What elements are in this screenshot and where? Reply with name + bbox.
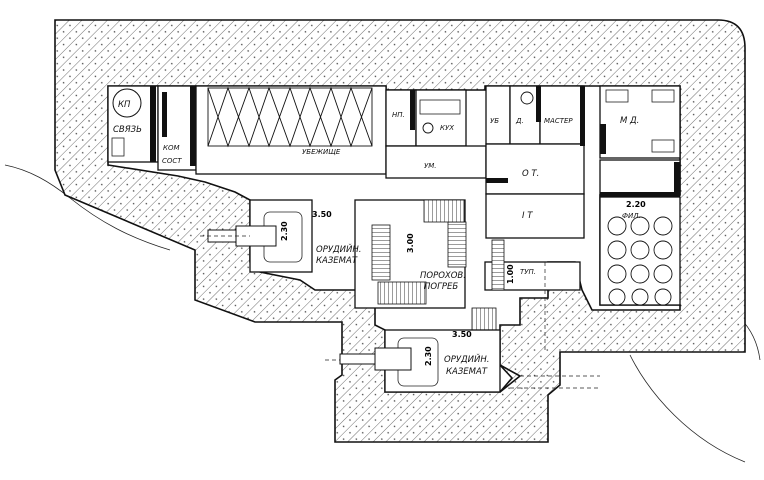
stair-powder-top <box>423 199 465 223</box>
md-bed-2 <box>651 89 675 103</box>
label-porokh-l2: ПОГРЕБ <box>424 282 458 292</box>
room-master <box>539 85 585 145</box>
dim-300: 3.00 <box>406 233 415 253</box>
label-svyaz: СВЯЗЬ <box>113 125 142 135</box>
room-md <box>599 85 681 159</box>
label-d: Д. <box>515 117 524 125</box>
label-kukh: КУХ <box>440 124 454 132</box>
label-tup: ТУП. <box>520 268 536 276</box>
room-kp <box>107 85 159 163</box>
corridor-um <box>385 145 487 179</box>
terrain-line-right <box>629 354 746 463</box>
dim-230-bottom: 2.30 <box>424 346 433 366</box>
label-orud2-l1: ОРУДИЙН. <box>444 353 489 365</box>
svyaz-niche <box>111 137 125 157</box>
md-bed-1 <box>605 89 629 103</box>
kitchen-counter <box>419 99 461 115</box>
gun-barrel-lower <box>339 347 412 371</box>
label-orud2-l2: КАЗЕМАТ <box>446 367 488 377</box>
room-shelter <box>195 85 387 175</box>
dim-100: 1.00 <box>506 264 515 284</box>
filter-cylinders <box>607 216 673 306</box>
label-kom: КОМ <box>163 144 180 152</box>
label-ot: О Т. <box>522 169 539 179</box>
stair-powder-left <box>371 224 391 281</box>
room-mid-right <box>599 159 681 196</box>
stair-powder-right <box>447 221 467 268</box>
room-d <box>509 85 541 145</box>
label-md: М Д. <box>620 116 639 126</box>
room-ub <box>485 85 511 145</box>
room-ot <box>485 143 585 195</box>
label-ub: УБ <box>490 117 499 125</box>
room-it <box>485 193 585 239</box>
label-um: УМ. <box>424 162 437 170</box>
kitchen-stove <box>422 122 434 134</box>
d-circle <box>520 91 534 105</box>
label-sost: СОСТ <box>162 157 182 165</box>
label-orud1-l1: ОРУДИЙН. <box>316 243 361 255</box>
label-porokh-l1: ПОРОХОВ. <box>420 271 466 281</box>
shelter-door-bar <box>162 92 167 137</box>
dim-350-top: 3.50 <box>312 210 332 219</box>
label-master: МАСТЕР <box>544 117 573 125</box>
terrain-line-left <box>4 164 171 251</box>
dim-230-top: 2.30 <box>280 221 289 241</box>
shelter-bunks <box>207 86 373 148</box>
room-kitchen <box>415 89 467 147</box>
label-ubezhishche: УБЕЖИЩЕ <box>302 148 341 156</box>
label-kp: КП <box>118 100 131 110</box>
label-fil: ФИЛ. <box>622 212 641 220</box>
label-np: НП. <box>392 111 405 119</box>
md-bed-3 <box>651 139 675 153</box>
stair-lower-right <box>471 307 497 331</box>
stair-powder-bottom <box>377 281 427 305</box>
label-orud1-l2: КАЗЕМАТ <box>316 256 358 266</box>
tup-ladder <box>491 239 505 291</box>
dim-220: 2.20 <box>626 200 646 209</box>
thick-walls <box>150 86 680 197</box>
kp-circle <box>112 88 142 118</box>
label-it: I Т <box>522 211 533 221</box>
dim-350-bottom: 3.50 <box>452 330 472 339</box>
